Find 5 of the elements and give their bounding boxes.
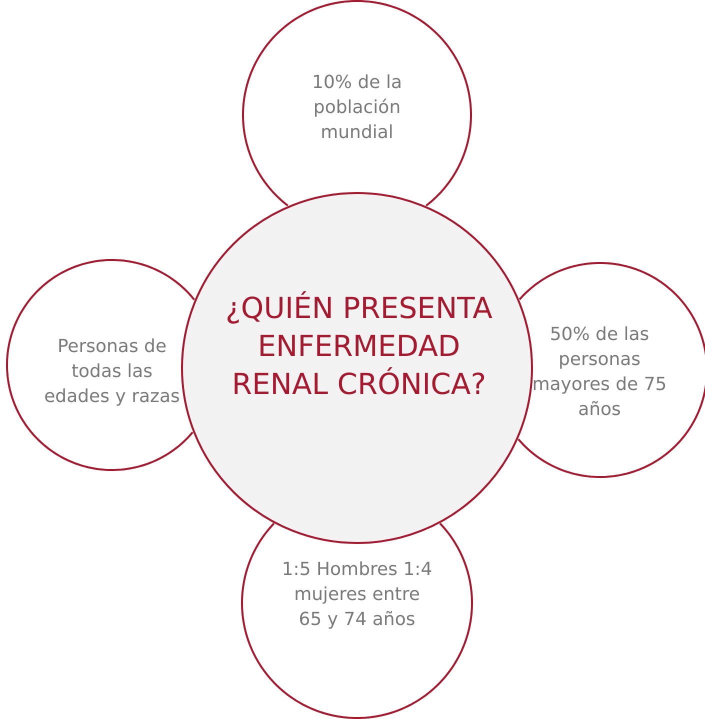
- circle-text: 50% de las personas mayores de 75 años: [532, 323, 667, 422]
- heading-text: ¿QUIÉN PRESENTA ENFERMEDAD RENAL CRÓNICA?: [224, 290, 494, 403]
- circle-text: 10% de la población mundial: [311, 71, 403, 145]
- circle-text: Personas de todas las edades y razas: [43, 335, 181, 409]
- circle-text: 1:5 Hombres 1:4 mujeres entre 65 y 74 años: [281, 558, 433, 632]
